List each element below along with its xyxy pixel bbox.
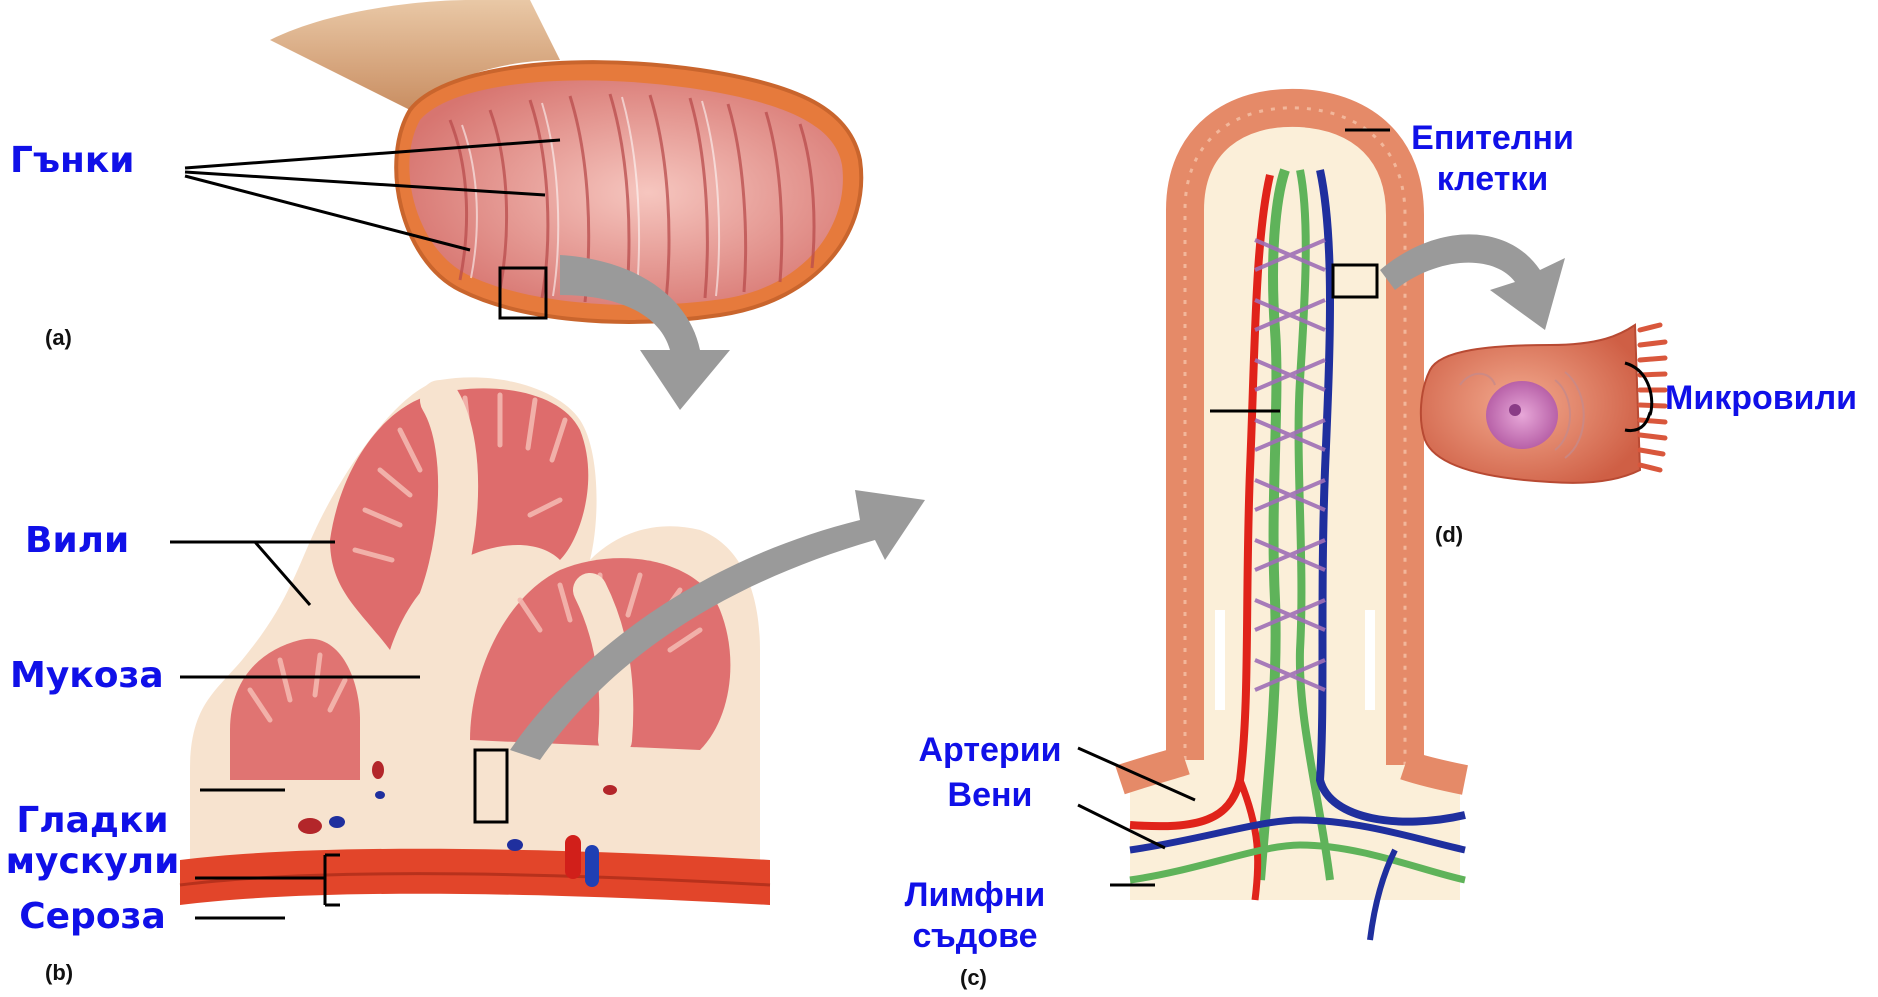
label-folds: Гънки <box>10 140 135 181</box>
label-microvilli: Микровили <box>1665 378 1857 419</box>
panel-label-c: (c) <box>960 965 987 991</box>
label-lymph-line1: Лимфни <box>895 875 1055 916</box>
panel-label-a: (a) <box>45 325 72 351</box>
panel-label-b: (b) <box>45 960 73 986</box>
label-epithelial-line2: клетки <box>1395 159 1590 200</box>
label-veins: Вени <box>910 775 1070 816</box>
label-mucosa: Мукоза <box>10 655 164 696</box>
label-epithelial-cells: Епителни клетки <box>1395 118 1590 200</box>
mucosa-villi-section <box>180 377 770 905</box>
label-smooth-muscle-line2: мускули <box>0 841 185 882</box>
label-smooth-muscle: Гладки мускули <box>0 800 185 883</box>
label-lymph-vessels: Лимфни съдове <box>895 875 1055 957</box>
label-villi: Вили <box>25 520 129 561</box>
label-epithelial-line1: Епителни <box>1395 118 1590 159</box>
panel-label-d: (d) <box>1435 522 1463 548</box>
label-lymph-line2: съдове <box>895 916 1055 957</box>
label-smooth-muscle-line1: Гладки <box>0 800 185 841</box>
single-villus-section <box>1120 108 1465 940</box>
epithelial-cell <box>1421 325 1665 483</box>
label-arteries: Артерии <box>910 730 1070 771</box>
label-serosa: Сероза <box>0 896 185 937</box>
